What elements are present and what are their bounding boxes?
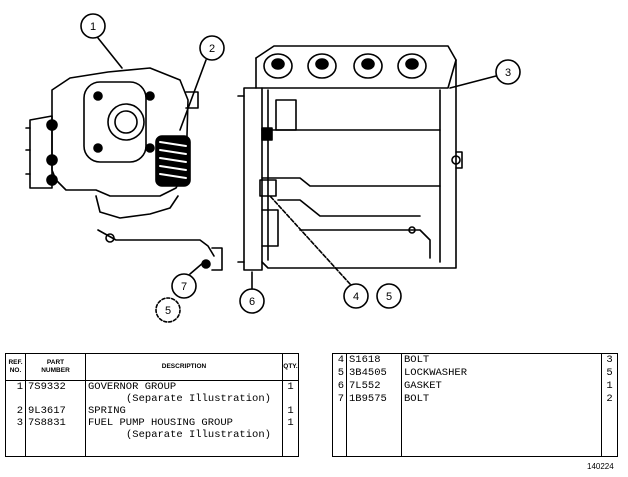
table-row: 5 3B4505 LOCKWASHER 5 (332, 367, 618, 380)
part-number-cell: 7S9332 (25, 380, 86, 393)
callout-7 (171, 261, 205, 299)
qty-cell: 1 (282, 380, 299, 393)
qty-header: QTY. (282, 353, 299, 381)
table-row: 1 7S9332 GOVERNOR GROUP 1 (5, 380, 299, 393)
part-number-cell: 7L552 (346, 380, 402, 393)
description-cell: LOCKWASHER (401, 367, 602, 380)
description-header: DESCRIPTION (85, 353, 283, 381)
callout-label: 4 (353, 291, 359, 303)
callout-label: 7 (181, 281, 187, 293)
governor-group-drawing (25, 67, 215, 257)
part-number-cell: 9L3617 (25, 405, 86, 417)
description-note: (Separate Illustration) (85, 429, 283, 441)
description-cell: GOVERNOR GROUP (85, 380, 283, 393)
ref-cell: 2 (5, 405, 26, 417)
part-number-cell: 7S8831 (25, 417, 86, 429)
qty-cell: 1 (282, 417, 299, 429)
description-cell: BOLT (401, 393, 602, 406)
qty-cell: 1 (601, 380, 618, 393)
gasket-drawing (237, 87, 263, 271)
spring-drawing (155, 135, 191, 187)
ref-cell: 4 (332, 353, 347, 367)
callout-4 (269, 195, 369, 309)
table-row: (Separate Illustration) (5, 393, 299, 405)
ref-cell: 7 (332, 393, 347, 406)
callout-2 (179, 35, 225, 131)
callout-5-left (155, 297, 181, 323)
qty-cell: 5 (601, 367, 618, 380)
callout-label: 6 (249, 296, 255, 308)
exploded-parts-drawing: 1 2 3 4 5 6 7 5 (25, 13, 521, 323)
ref-cell: 3 (5, 417, 26, 429)
part-number-cell: 1B9575 (346, 393, 402, 406)
description-cell: BOLT (401, 353, 602, 367)
callout-1 (80, 13, 123, 69)
table-row: 3 7S8831 FUEL PUMP HOUSING GROUP 1 (5, 417, 299, 429)
qty-cell: 1 (282, 405, 299, 417)
callout-label: 2 (209, 43, 215, 55)
table-row: 2 9L3617 SPRING 1 (5, 405, 299, 417)
callout-label: 1 (90, 21, 96, 33)
callout-label: 5 (165, 305, 171, 317)
callout-5-right (376, 283, 402, 309)
table-row: 4 S1618 BOLT 3 (332, 353, 618, 367)
table-row: 6 7L552 GASKET 1 (332, 380, 618, 393)
description-cell: FUEL PUMP HOUSING GROUP (85, 417, 283, 429)
ref-no-header: REF.NO. (5, 353, 26, 381)
callout-3 (449, 59, 521, 89)
description-cell: GASKET (401, 380, 602, 393)
fuel-pump-housing-drawing (255, 45, 463, 269)
part-number-cell: 3B4505 (346, 367, 402, 380)
part-number-cell: S1618 (346, 353, 402, 367)
callout-label: 5 (386, 291, 392, 303)
ref-cell: 1 (5, 380, 26, 393)
qty-cell: 3 (601, 353, 618, 367)
parts-table-right: 4 S1618 BOLT 3 5 3B4505 LOCKWASHER 5 6 7… (332, 353, 618, 457)
ref-cell: 6 (332, 380, 347, 393)
illustration-code: 140224 (587, 462, 614, 471)
qty-cell: 2 (601, 393, 618, 406)
callout-6 (239, 271, 265, 314)
ref-cell: 5 (332, 367, 347, 380)
callout-label: 3 (505, 67, 511, 79)
description-cell: SPRING (85, 405, 283, 417)
table-row: 7 1B9575 BOLT 2 (332, 393, 618, 406)
bolt-drawing (201, 179, 277, 271)
description-note: (Separate Illustration) (85, 393, 283, 405)
table-row: (Separate Illustration) (5, 429, 299, 441)
